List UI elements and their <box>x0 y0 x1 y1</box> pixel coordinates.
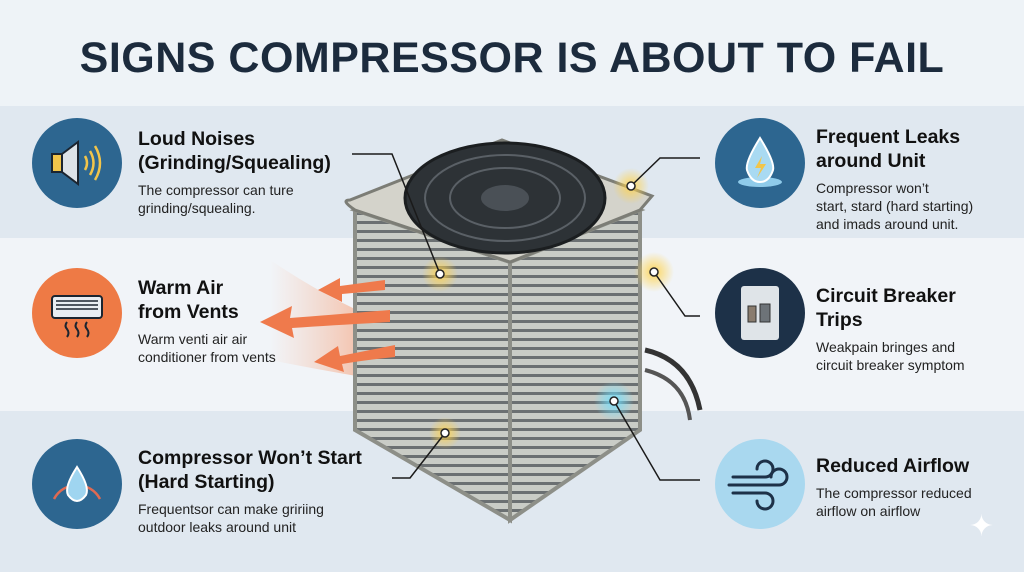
symptom-reduced-airflow: Reduced Airflow The compressor reduced ai… <box>816 454 972 520</box>
symptom-description: The compressor reduced airflow on airflow <box>816 484 972 520</box>
description-line: and imads around unit. <box>816 216 959 232</box>
warm-air-arrows <box>260 278 395 372</box>
symptom-hard-starting: Compressor Won’t Start(Hard Starting) Fr… <box>138 446 362 536</box>
title-line: (Grinding/Squealing) <box>138 152 331 174</box>
sparkle-icon: ✦ <box>968 510 994 543</box>
air-conditioner-heat-icon <box>32 268 122 358</box>
circuit-breaker-icon <box>715 268 805 358</box>
symptom-description: Frequentsor can make gririing outdoor lea… <box>138 500 362 536</box>
description-line: Frequentsor can make gririing <box>138 501 324 517</box>
callout-lines <box>352 153 700 481</box>
description-line: Weakpain bringes and <box>816 339 956 355</box>
leak-drop-icon <box>715 118 805 208</box>
symptom-title: Loud Noises(Grinding/Squealing) <box>138 127 331 175</box>
symptom-description: Compressor won’t start, stard (hard start… <box>816 179 973 233</box>
description-line: conditioner from vents <box>138 349 276 365</box>
title-line: around Unit <box>816 150 926 172</box>
water-drop-cycle-icon <box>32 439 122 529</box>
title-line: Frequent Leaks <box>816 126 961 148</box>
symptom-description: The compressor can ture grinding/squealin… <box>138 181 331 217</box>
symptom-description: Warm venti air air conditioner from vents <box>138 330 276 366</box>
description-line: Compressor won’t <box>816 180 929 196</box>
description-line: grinding/squealing. <box>138 200 256 216</box>
page-title: SIGNS COMPRESSOR IS ABOUT TO FAIL <box>79 34 945 82</box>
description-line: The compressor can ture <box>138 182 294 198</box>
description-line: The compressor reduced <box>816 485 972 501</box>
title-line: Loud Noises <box>138 128 256 150</box>
symptom-description: Weakpain bringes and circuit breaker symp… <box>816 338 965 374</box>
description-line: Warm venti air air <box>138 331 248 347</box>
title-line: (Hard Starting) <box>138 471 275 493</box>
symptom-loud-noises: Loud Noises(Grinding/Squealing) The comp… <box>138 127 331 217</box>
title-line: Trips <box>816 309 863 331</box>
description-line: circuit breaker symptom <box>816 357 965 373</box>
wind-icon <box>715 439 805 529</box>
speaker-icon <box>32 118 122 208</box>
description-line: start, stard (hard starting) <box>816 198 974 214</box>
symptom-title: Reduced Airflow <box>816 455 970 477</box>
title-line: Compressor Won’t Start <box>138 447 362 469</box>
header-band <box>0 0 1024 106</box>
title-line: Circuit Breaker <box>816 285 956 307</box>
symptom-title: Compressor Won’t Start(Hard Starting) <box>138 446 362 494</box>
title-line: Warm Air <box>138 277 224 299</box>
description-line: outdoor leaks around unit <box>138 519 296 535</box>
title-line: from Vents <box>138 301 239 323</box>
description-line: airflow on airflow <box>816 503 921 519</box>
